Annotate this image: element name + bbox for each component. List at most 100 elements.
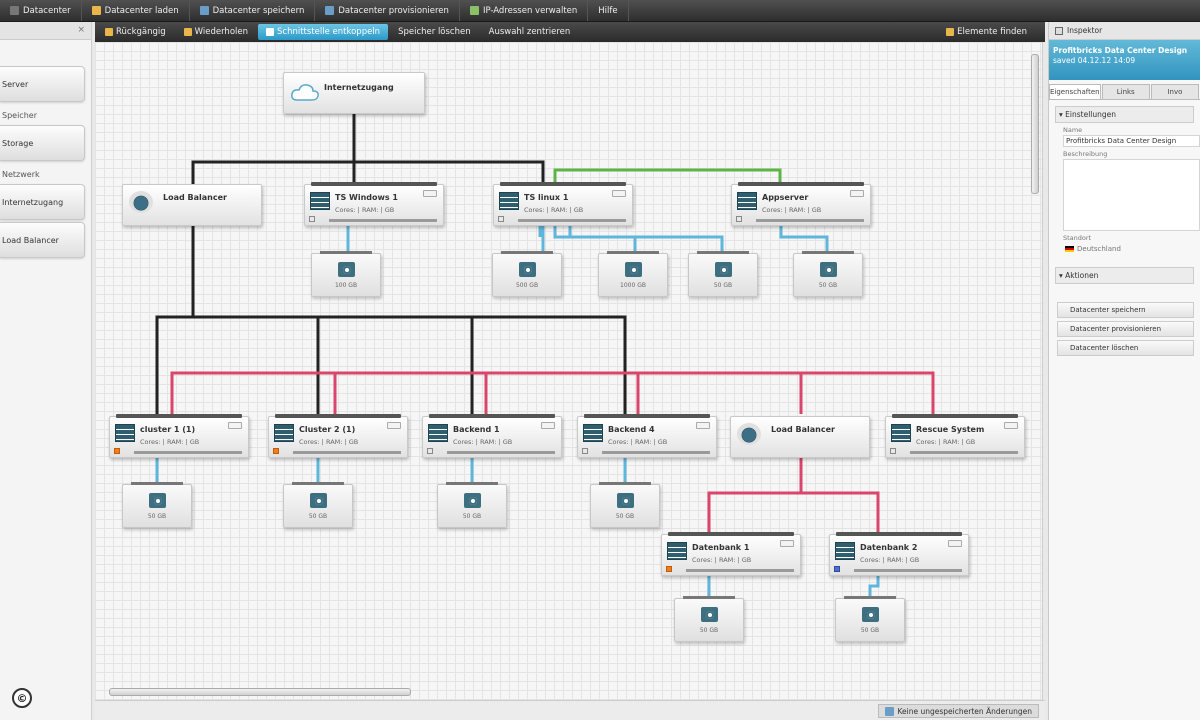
server-node-appserver[interactable]: Appserver Cores: | RAM: | GB — [731, 182, 871, 226]
node-menu-icon[interactable] — [1004, 422, 1018, 429]
name-label: Name — [1063, 126, 1083, 134]
menu-datacenter-laden[interactable]: Datacenter laden — [82, 0, 190, 21]
node-menu-icon[interactable] — [948, 540, 962, 547]
node-title: TS linux 1 — [524, 193, 569, 202]
storage-node[interactable]: 50 GB — [122, 482, 192, 528]
storage-node[interactable]: 50 GB — [688, 251, 758, 297]
name-field[interactable]: Profitbricks Data Center Design — [1063, 135, 1200, 147]
description-field[interactable] — [1063, 159, 1200, 231]
network-line-red[interactable] — [170, 371, 935, 532]
node-title: Datenbank 1 — [692, 543, 750, 552]
storage-icon — [338, 262, 355, 277]
node-menu-icon[interactable] — [387, 422, 401, 429]
load-balancer-icon — [737, 423, 761, 445]
server-node-backend-1[interactable]: Backend 1 Cores: | RAM: | GB — [422, 414, 562, 458]
datacenter-icon — [10, 6, 19, 15]
storage-node[interactable]: 500 GB — [492, 251, 562, 297]
node-title: Backend 1 — [453, 425, 500, 434]
close-icon[interactable]: × — [77, 25, 85, 35]
server-icon — [499, 192, 519, 210]
node-menu-icon[interactable] — [696, 422, 710, 429]
internet-access-node[interactable]: Internetzugang — [283, 72, 425, 114]
menu-datacenter-provisionieren[interactable]: Datacenter provisionieren — [315, 0, 460, 21]
tab-eigenschaften[interactable]: Eigenschaften — [1049, 84, 1101, 99]
palette-item-server[interactable]: Server — [0, 66, 85, 102]
status-indicator — [273, 448, 279, 454]
storage-icon — [715, 262, 732, 277]
storage-size: 100 GB — [334, 282, 358, 289]
location-field[interactable]: Deutschland — [1065, 245, 1200, 253]
node-menu-icon[interactable] — [423, 190, 437, 197]
design-canvas[interactable]: Internetzugang Load Balancer TS Windows … — [95, 42, 1043, 700]
status-bar: Keine ungespeicherten Änderungen — [95, 700, 1045, 720]
storage-size: 1000 GB — [620, 282, 646, 289]
inspector-icon — [1055, 26, 1063, 35]
menu-hilfe[interactable]: Hilfe — [588, 0, 629, 21]
redo-button[interactable]: Wiederholen — [176, 24, 256, 40]
palette-item-load-balancer[interactable]: Load Balancer — [0, 222, 85, 258]
server-node-cluster-2[interactable]: Cluster 2 (1) Cores: | RAM: | GB — [268, 414, 408, 458]
storage-icon — [310, 493, 327, 508]
server-node-backend-4[interactable]: Backend 4 Cores: | RAM: | GB — [577, 414, 717, 458]
center-selection-button[interactable]: Auswahl zentrieren — [488, 27, 571, 37]
node-menu-icon[interactable] — [228, 422, 242, 429]
node-title: TS Windows 1 — [335, 193, 398, 202]
storage-node[interactable]: 50 GB — [283, 482, 353, 528]
location-label: Standort — [1063, 234, 1092, 242]
server-node-ts-linux[interactable]: TS linux 1 Cores: | RAM: | GB — [493, 182, 633, 226]
node-menu-icon[interactable] — [780, 540, 794, 547]
node-title: Backend 4 — [608, 425, 655, 434]
vertical-scrollbar[interactable] — [1031, 54, 1039, 194]
server-node-datenbank-2[interactable]: Datenbank 2 Cores: | RAM: | GB — [829, 532, 969, 576]
network-line-black[interactable] — [155, 108, 627, 414]
node-menu-icon[interactable] — [541, 422, 555, 429]
actions-section-header[interactable]: ▾ Aktionen — [1055, 267, 1194, 284]
node-menu-icon[interactable] — [850, 190, 864, 197]
server-node-ts-windows[interactable]: TS Windows 1 Cores: | RAM: | GB — [304, 182, 444, 226]
storage-node[interactable]: 50 GB — [590, 482, 660, 528]
storage-size: 50 GB — [860, 627, 880, 634]
tab-links[interactable]: Links — [1101, 84, 1150, 99]
node-title: cluster 1 (1) — [140, 425, 196, 434]
storage-node[interactable]: 50 GB — [674, 596, 744, 642]
save-status: Keine ungespeicherten Änderungen — [877, 704, 1039, 718]
horizontal-scrollbar[interactable] — [109, 688, 411, 696]
element-palette: × Server Speicher Storage Netzwerk Inter… — [0, 22, 92, 720]
settings-section-header[interactable]: ▾ Einstellungen — [1055, 106, 1194, 123]
storage-node[interactable]: 50 GB — [793, 251, 863, 297]
server-node-rescue-system[interactable]: Rescue System Cores: | RAM: | GB — [885, 414, 1025, 458]
storage-node[interactable]: 1000 GB — [598, 251, 668, 297]
find-elements-button[interactable]: Elemente finden — [938, 24, 1035, 40]
node-title: Load Balancer — [163, 193, 227, 202]
action-datacenter-loeschen[interactable]: Datacenter löschen — [1057, 340, 1194, 356]
storage-size: 50 GB — [615, 513, 635, 520]
storage-node[interactable]: 50 GB — [437, 482, 507, 528]
storage-size: 50 GB — [462, 513, 482, 520]
load-balancer-node[interactable]: Load Balancer — [122, 184, 262, 226]
storage-node[interactable]: 50 GB — [835, 596, 905, 642]
storage-node[interactable]: 100 GB — [311, 251, 381, 297]
action-datacenter-speichern[interactable]: Datacenter speichern — [1057, 302, 1194, 318]
server-node-datenbank-1[interactable]: Datenbank 1 Cores: | RAM: | GB — [661, 532, 801, 576]
status-indicator — [582, 448, 588, 454]
load-balancer-icon — [129, 191, 153, 213]
menu-datacenter[interactable]: Datacenter — [0, 0, 82, 21]
server-node-cluster-1[interactable]: cluster 1 (1) Cores: | RAM: | GB — [109, 414, 249, 458]
storage-line-blue[interactable] — [155, 226, 880, 598]
tab-invo[interactable]: Invo — [1150, 84, 1200, 99]
node-menu-icon[interactable] — [612, 190, 626, 197]
cloud-icon — [291, 84, 319, 101]
action-datacenter-provisionieren[interactable]: Datacenter provisionieren — [1057, 321, 1194, 337]
menu-ip-adressen[interactable]: IP-Adressen verwalten — [460, 0, 589, 21]
palette-item-internetzugang[interactable]: Internetzugang — [0, 184, 85, 220]
decouple-interface-button[interactable]: Schnittstelle entkoppeln — [258, 24, 389, 40]
load-balancer-node[interactable]: Load Balancer — [730, 416, 870, 458]
node-specs: Cores: | RAM: | GB — [335, 206, 395, 214]
undo-button[interactable]: Rückgängig — [97, 24, 174, 40]
network-line-green[interactable] — [553, 168, 782, 184]
menu-datacenter-speichern[interactable]: Datacenter speichern — [190, 0, 316, 21]
palette-item-storage[interactable]: Storage — [0, 125, 85, 161]
delete-storage-button[interactable]: Speicher löschen — [398, 27, 471, 37]
info-icon — [884, 706, 894, 716]
storage-size: 500 GB — [515, 282, 539, 289]
